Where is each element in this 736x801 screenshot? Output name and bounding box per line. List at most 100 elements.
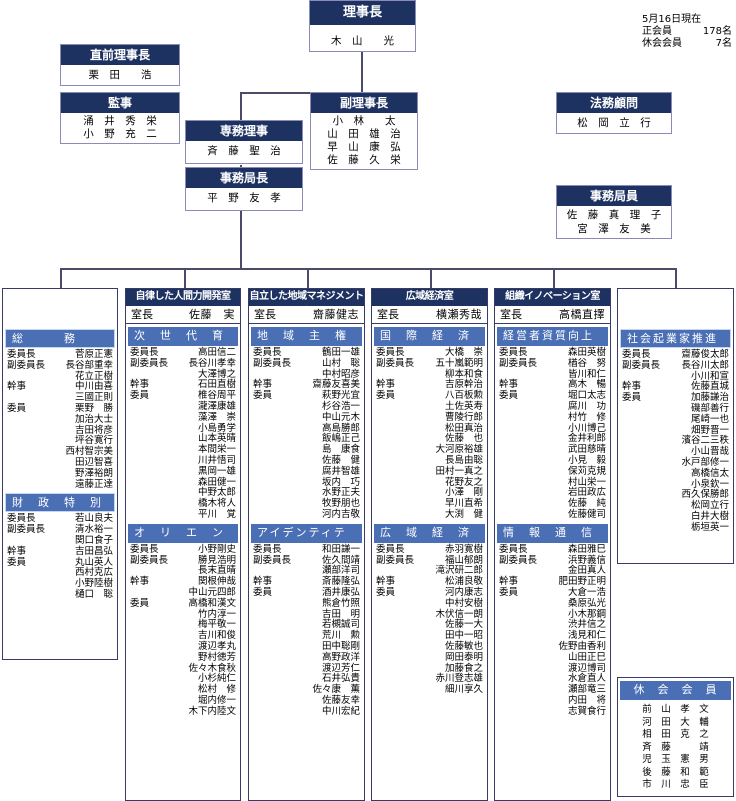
member-name: 西村智宗美 (65, 446, 113, 458)
committee-title: 総 務 (5, 329, 115, 348)
member-row: 佐藤 也 (376, 434, 483, 445)
member-name: 小泉欽一 (690, 478, 729, 490)
member-row: 遠藤正達 (7, 479, 113, 491)
auditor-name: 涌 井 秀 栄 (83, 115, 157, 127)
member-row: 委員八百板勲 (376, 390, 483, 402)
member-name: 酒井康弘 (321, 586, 360, 598)
member-role: 幹事 (499, 379, 519, 391)
member-row: 田中聡剛 (253, 641, 360, 653)
member-name: 中川由喜 (74, 381, 113, 393)
member-name: 村竹 修 (567, 411, 606, 423)
member-row: 幹事石田直樹 (130, 380, 236, 391)
member-role: 幹事 (376, 576, 396, 588)
member-row: 竹内淳一 (130, 609, 236, 621)
member-name: 畑野晋一 (690, 424, 729, 436)
member-row: 岡田泰明 (376, 652, 483, 664)
member-name: 吉原幹治 (444, 379, 483, 391)
member-name: 清水裕一 (74, 524, 113, 536)
member-name: 内田 将 (567, 694, 606, 706)
member-name: 大倉一浩 (567, 586, 606, 598)
auditor-name: 小 野 充 二 (83, 128, 157, 140)
room-head-name: 佐藤 実 (189, 308, 235, 321)
member-name: 斎藤隆弘 (321, 576, 360, 588)
member-name: 赤羽寛樹 (444, 543, 483, 555)
member-row: 本間栄一 (130, 444, 236, 456)
member-role: 委員長 (499, 347, 528, 358)
member-row: 三國正則 (7, 392, 113, 404)
connector-line (675, 268, 677, 289)
member-row: 小野陸樹 (7, 578, 113, 590)
member-name: 菅原正憲 (74, 349, 113, 360)
room-head-role: 室長 (131, 308, 153, 321)
member-row: 熊倉竹照 (253, 598, 360, 610)
member-row: 土佐英寿 (376, 401, 483, 413)
member-name: 西村克広 (74, 567, 113, 579)
member-role: 幹事 (499, 576, 519, 588)
member-row: 小杉純仁 (130, 674, 236, 685)
member-name: 佐々木食秋 (188, 662, 236, 674)
connector-line (240, 210, 242, 270)
vice-chairman-name: 山 田 雄 治 (327, 128, 401, 140)
member-role: 委員長 (130, 347, 159, 358)
secretary-general-name: 平 野 友 孝 (207, 192, 281, 204)
member-name: 金田真人 (567, 565, 606, 577)
member-row: 磯部善行 (622, 403, 729, 415)
committee-column-economy: 広域経済室 室長横瀬秀哉 国 際 経 済委員長大橋 崇副委員長五十嵐範明柳本和食… (371, 288, 488, 801)
member-name: 高橋和漢文 (188, 597, 236, 609)
managing-director-title: 専務理事 (186, 121, 302, 141)
member-row: 幹事 中川由喜 (7, 382, 113, 393)
member-name: 花野友之 (444, 476, 483, 488)
member-role: 幹事 (7, 381, 27, 393)
info-regular-label: 正会員 (642, 26, 672, 37)
member-row: 尾崎一也 (622, 413, 729, 426)
committee-title: 財 政 特 別 (5, 493, 115, 513)
member-row: 委員長森田雅巳 (499, 544, 606, 556)
member-row: 水野正夫 (253, 488, 360, 499)
member-row: 委員萩野光宜 (253, 390, 360, 402)
member-row: 早川直希 (376, 498, 483, 510)
member-name: 佐藤一大 (444, 619, 483, 631)
member-role: 副委員長 (622, 359, 661, 371)
member-role: 委員長 (253, 543, 282, 555)
connector-line (307, 268, 309, 289)
column-header: 組織イノベーション室 (495, 289, 610, 306)
committee-title: 経営者資質向上 (497, 327, 608, 346)
managing-director-name: 斉 藤 聖 治 (207, 145, 281, 157)
member-row: 坪谷寛行 (7, 436, 113, 447)
member-row: 副委員長長谷川孝幸 (130, 358, 236, 370)
staff-name: 宮 澤 友 美 (577, 223, 651, 235)
member-name: 尾崎一也 (690, 413, 729, 425)
member-row: 佐藤敏也 (376, 641, 483, 653)
member-row: 畑野晋一 (622, 424, 729, 437)
member-name: 牧野朋也 (321, 498, 360, 510)
member-row: 川井悟司 (130, 455, 236, 467)
member-row: 西村智宗美 (7, 446, 113, 458)
member-name: 木下内陸文 (188, 705, 236, 717)
member-row: 委員高橋和漢文 (130, 597, 236, 610)
chairman-name: 木 山 光 (331, 35, 394, 47)
member-row: 松田真治 (376, 423, 483, 435)
member-name: 田村一真之 (435, 465, 483, 477)
member-row: 佐藤 純 (499, 498, 606, 510)
member-row: 森田健一 (130, 477, 236, 489)
member-role: 委員 (376, 586, 396, 598)
member-row: 委員加藤謙治 (622, 392, 729, 404)
member-name: 中野太郎 (197, 487, 236, 499)
member-role: 副委員長 (130, 554, 169, 566)
member-name: 椎谷周平 (197, 390, 236, 402)
room-head-name: 高橋直擇 (559, 308, 605, 321)
member-row: 牧野朋也 (253, 498, 360, 510)
member-row: 中村安樹 (376, 598, 483, 610)
member-role: 副委員長 (253, 554, 292, 566)
member-row: 佐藤 健 (253, 455, 360, 467)
member-row: 委員河内康志 (376, 586, 483, 599)
member-name: 早川直希 (444, 498, 483, 510)
committee-column-social: 社会起業家推進会議委員長齋藤俊太郎副委員長長谷川太郎小川和宣幹事佐藤直城委員加藤… (617, 288, 734, 564)
member-name: 花立正樹 (74, 370, 113, 382)
member-row: 加藤食之 (376, 663, 483, 675)
member-name: 藻澤 崇 (197, 411, 236, 423)
member-row: 山本英晴 (130, 434, 236, 445)
member-name: 瀬部洋司 (321, 565, 360, 577)
member-name: 栃垣英一 (690, 521, 729, 533)
